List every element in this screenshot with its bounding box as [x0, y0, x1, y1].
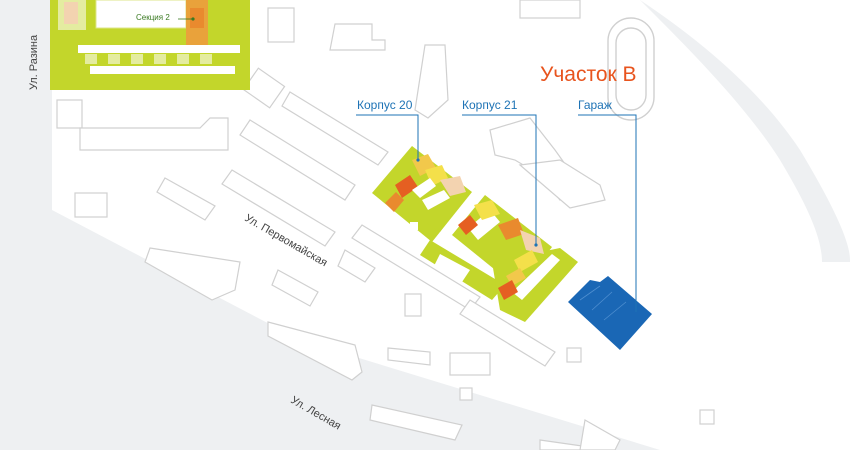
callout-korpus-21[interactable]: Корпус 21	[462, 98, 518, 112]
callout-korpus-20[interactable]: Корпус 20	[357, 98, 413, 112]
background-buildings	[56, 0, 715, 450]
callout-lines	[356, 114, 637, 312]
stadium-track	[607, 17, 655, 121]
section-label: Секция 2	[136, 13, 170, 22]
area-title: Участок В	[540, 63, 637, 86]
street-label-razina: Ул. Разина	[28, 34, 40, 90]
garage-building[interactable]	[568, 276, 652, 350]
section-marker	[191, 17, 195, 21]
existing-complex	[50, 0, 250, 90]
callout-garage[interactable]: Гараж	[578, 98, 612, 112]
development-zone	[52, 0, 850, 450]
plot-korpus-20[interactable]	[372, 146, 472, 242]
plot-korpus-21[interactable]	[420, 195, 578, 322]
callout-markers	[416, 158, 538, 247]
